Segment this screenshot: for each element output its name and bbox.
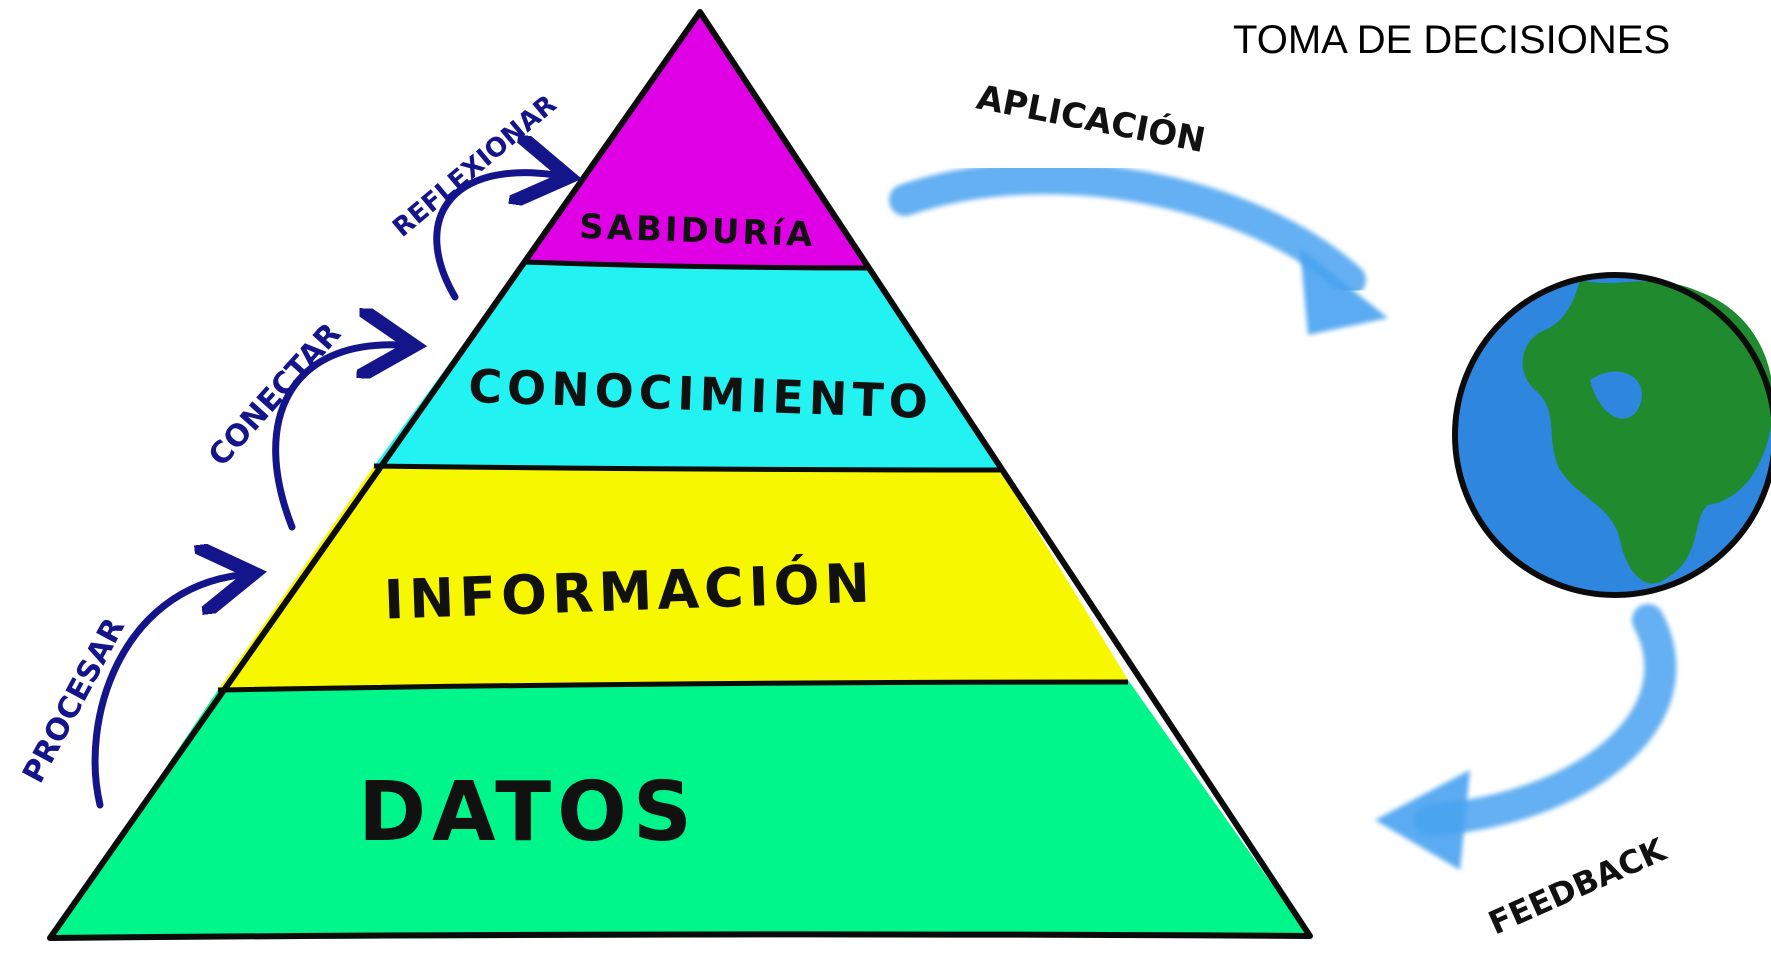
arrow-process [91,575,240,809]
arrow-application-head [1300,248,1388,335]
pyramid-label-wisdom: SABIDURíA [579,207,817,255]
arrow-application [889,162,1366,296]
arrow-reflect [433,173,555,301]
pyramid-divider-2 [373,463,1001,473]
pyramid-level-data [50,680,1308,940]
globe-icon [1452,272,1771,598]
pyramid-level-wisdom [524,14,870,268]
globe-land [1522,280,1771,584]
globe-lake [1590,371,1642,419]
pyramid-label-data: DATOS [358,765,698,860]
pyramid-level-information [218,466,1128,690]
arrow-feedback-head [1375,770,1470,870]
step-label-process: PROCESAR [16,612,132,788]
heading-decision-making: TOMA DE DECISIONES [1233,18,1671,62]
cycle-label-feedback: FEEDBACK [1483,830,1673,942]
arrow-feedback [1414,604,1677,836]
step-label-reflect: REFLEXIONAR [387,90,562,244]
arrow-connect [272,345,400,531]
cycle-label-application: APLICACIÓN [973,77,1208,161]
pyramid-divider-1 [523,259,871,271]
pyramid-divider-3 [217,679,1129,693]
pyramid: SABIDURíA CONOCIMIENTO INFORMACIÓN DATOS [47,9,1313,941]
pyramid-outline [47,9,1313,941]
pyramid-level-knowledge [374,262,1000,470]
